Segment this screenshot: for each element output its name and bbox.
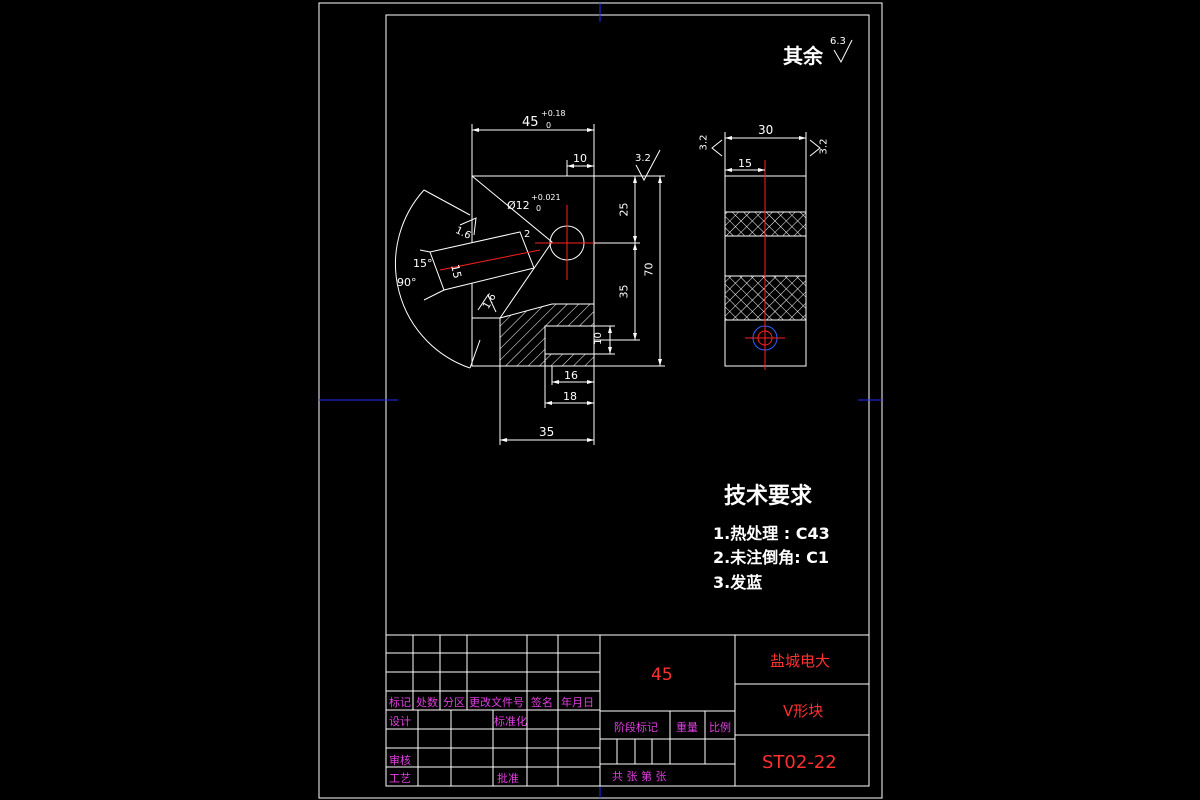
dim-30: 30 bbox=[758, 123, 774, 137]
label-scale: 比例 bbox=[709, 721, 731, 734]
label-zone: 分区 bbox=[443, 696, 465, 709]
side-view bbox=[711, 132, 821, 370]
label-sheets: 共 张 第 张 bbox=[612, 770, 667, 783]
dim-2: 2 bbox=[524, 229, 531, 240]
dim-70: 70 bbox=[642, 262, 656, 277]
material: 45 bbox=[651, 665, 673, 685]
front-view bbox=[395, 124, 665, 445]
label-change-doc: 更改文件号 bbox=[469, 696, 524, 709]
label-review: 审核 bbox=[389, 754, 411, 767]
part-name: V形块 bbox=[783, 702, 824, 720]
dim-angle-90: 90° bbox=[397, 276, 417, 289]
tech-item-3: 3.发蓝 bbox=[713, 573, 763, 592]
dim-45-tol-lower: 0 bbox=[546, 121, 552, 130]
slot bbox=[544, 325, 595, 355]
school-name: 盐城电大 bbox=[770, 652, 831, 670]
roughness-note-label: 其余 bbox=[783, 44, 823, 68]
label-stage: 阶段标记 bbox=[614, 721, 658, 734]
rough-3.2-left: 3.2 bbox=[698, 134, 710, 151]
dim-45: 45 bbox=[522, 115, 539, 130]
label-weight: 重量 bbox=[676, 721, 698, 734]
roughness-note-value: 6.3 bbox=[830, 36, 846, 47]
tech-title: 技术要求 bbox=[724, 484, 813, 509]
dim-16: 16 bbox=[564, 369, 578, 382]
label-standard: 标准化 bbox=[494, 715, 527, 728]
dim-25: 25 bbox=[617, 202, 631, 217]
label-process: 工艺 bbox=[389, 772, 411, 785]
label-sign: 签名 bbox=[531, 696, 553, 709]
dim-45-tol-upper: +0.18 bbox=[541, 109, 566, 118]
tech-item-1: 1.热处理 : C43 bbox=[713, 524, 830, 543]
label-date: 年月日 bbox=[561, 696, 594, 709]
label-mark: 标记 bbox=[389, 696, 411, 709]
dim-hole-dia: Ø12 bbox=[507, 199, 530, 212]
tech-item-2: 2.未注倒角: C1 bbox=[713, 548, 830, 567]
rough-3.2-front: 3.2 bbox=[635, 153, 651, 164]
roughness-symbol bbox=[833, 39, 853, 64]
dim-10: 10 bbox=[573, 152, 587, 165]
dim-18: 18 bbox=[563, 390, 577, 403]
dim-15-side: 15 bbox=[738, 157, 752, 170]
label-count: 处数 bbox=[416, 696, 438, 709]
dim-angle-15: 15° bbox=[413, 257, 433, 270]
dim-35-vert: 35 bbox=[617, 284, 631, 299]
dim-hole-tol-lower: 0 bbox=[536, 204, 542, 213]
label-approve: 批准 bbox=[497, 772, 519, 785]
dim-hole-tol-upper: +0.021 bbox=[531, 193, 561, 202]
dim-35: 35 bbox=[539, 425, 555, 439]
drawing-number: ST02-22 bbox=[762, 752, 837, 773]
rotated-slot-block bbox=[429, 231, 535, 291]
title-block bbox=[385, 634, 870, 787]
label-design: 设计 bbox=[389, 715, 411, 728]
rough-3.2-right: 3.2 bbox=[818, 138, 830, 155]
dim-slot-15: 15 bbox=[448, 263, 464, 280]
dim-10-vert: 10 bbox=[592, 332, 604, 345]
